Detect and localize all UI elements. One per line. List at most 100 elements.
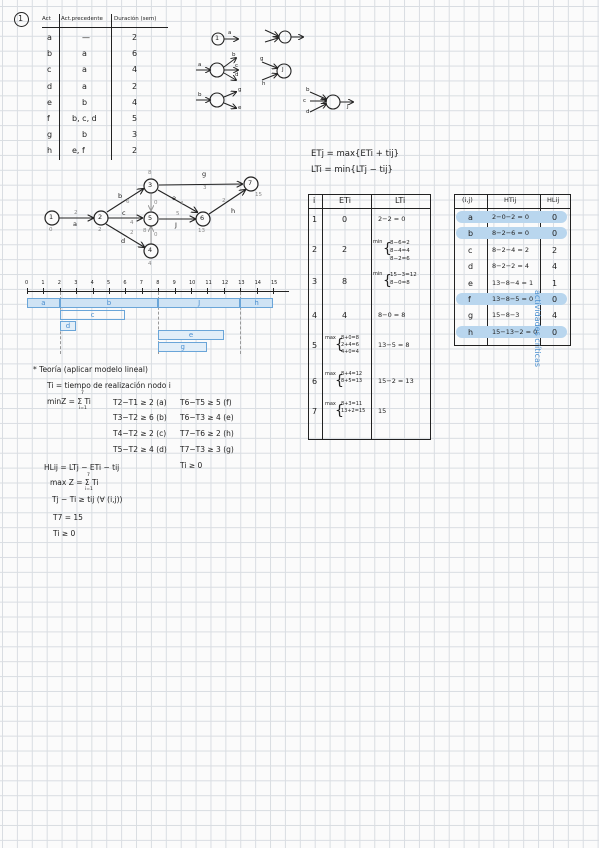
gantt-bar: h [240,298,273,308]
critical-activities-note: actividades críticas [533,290,542,368]
gantt-tick-mark [141,288,143,294]
et-lt-cell-et-line: 8+0=8 [341,335,359,341]
activity-cell-dur: 6 [132,49,138,59]
et-lt-cell-lt-line: 8−0=8 [390,280,410,286]
gantt-bar: a [27,298,60,308]
activity-cell-prev: — [82,33,90,42]
et-lt-cell-lt: 13−5 = 8 [378,341,410,349]
edge-weight-j: 5 [176,211,180,217]
ht-cell-hl: 0 [552,295,558,304]
theory-max-obj: max Z = Σ Ti [50,478,99,487]
et-lt-cell-lt: 15−2 = 13 [378,377,414,385]
gantt-bar: g [158,342,208,352]
critical-highlight [456,211,567,223]
ht-table-col-line-2 [540,194,541,346]
activity-cell-dur: 2 [132,81,138,91]
ht-cell-ht: 8−2−2 = 4 [492,262,530,271]
network-node-5: 5 [148,214,153,222]
constraint-r-3: T7−T3 ≥ 3 (g) [180,445,234,454]
edge-weight-e: 4 [180,201,184,207]
edge-weight-dummy-2: 0 [154,232,158,238]
ht-table-col-line-1 [487,194,488,346]
et-lt-cell-et-line: 8+5=13 [341,378,363,384]
activity-cell-act: a [47,33,52,42]
gantt-guide-line [158,292,160,354]
et-lt-cell-i: 3 [312,277,318,286]
et-lt-cell-et-line: 8+4=12 [341,371,363,377]
activity-cell-prev: e, f [72,146,85,156]
ht-cell-ij: h [468,327,474,337]
ht-table-border [454,194,571,346]
gantt-tick-mark [273,288,274,294]
edge-label-d: d [121,237,126,245]
theory-objective: minZ = Σ Ti [47,397,91,406]
constraint-r-2: T7−T6 ≥ 2 (h) [180,429,234,438]
ht-cell-hl: 4 [552,262,558,272]
notation-ex4-label-g: g [260,56,264,62]
et-lt-cell-et: 2 [342,245,348,254]
edge-weight-h: 2 [222,198,226,204]
et-lt-table-col-line-2 [371,194,372,440]
gantt-tick-label: 0 [25,280,29,286]
et-lt-cell-et-max: max [325,335,336,341]
edge-label-c: c [122,209,126,217]
ht-cell-ij: c [468,245,473,255]
notation-ex4-node: J [282,67,284,73]
gantt-tick-mark [191,288,192,294]
activity-cell-dur: 2 [132,146,138,156]
et-lt-cell-lt: 8−0 = 8 [378,311,406,319]
gantt-axis [27,291,289,292]
gantt-tick-mark [92,288,94,294]
et-lt-table-col-line-1 [322,194,323,440]
edge-label-g: g [202,170,207,178]
et-lt-cell-i: 2 [312,245,318,254]
notation-ex5-label-j: J [347,104,349,110]
network-node-3: 3 [148,181,153,189]
et-lt-cell-i: 6 [312,377,318,386]
activity-table-header-dur: Duración (sem) [114,16,157,22]
ht-cell-ht: 15−13−2 = 0 [492,327,538,336]
gantt-tick-label: 13 [238,280,245,286]
edge-label-j: J [175,221,177,229]
et-lt-cell-i: 4 [312,311,318,320]
et-lt-brace: { [335,403,344,419]
et-lt-header-i: i [313,196,316,205]
ht-cell-hl: 0 [552,213,558,222]
notation-ex1-node: 1 [215,34,220,42]
gantt-tick-label: 8 [156,280,160,286]
theory-c1: Tj − Ti ≥ tij (∀ (i,j)) [52,495,123,504]
et-lt-cell-lt: 15 [378,407,387,415]
edge-label-a: a [73,220,77,228]
notation-ex1-arrow-label: a [228,30,232,36]
ht-cell-ij: f [468,295,471,304]
theory-max-sum-bottom: i=1 [85,487,93,492]
activity-cell-prev: a [82,65,87,75]
gantt-tick-mark [27,288,28,294]
gantt-bar: e [158,330,224,340]
et-lt-cell-lt-min: min [373,239,383,245]
ht-cell-ht: 13−8−5 = 0 [492,295,534,303]
edge-label-e: e [172,194,176,202]
activity-table-header-act: Act [42,16,51,22]
gantt-bar: b [59,298,159,308]
theory-max-sum-top: 7 [87,473,90,478]
ht-cell-hl: 1 [552,278,558,288]
gantt-tick-mark [59,288,61,294]
ht-header-ht: HTij [504,196,517,204]
ht-cell-hl: 0 [552,229,558,239]
et-lt-cell-lt-line: 8−4=4 [390,248,410,254]
ht-cell-ij: a [468,213,473,222]
et-lt-header-et: ETi [339,196,351,205]
notation-ex5-label-c: c [303,98,307,104]
gantt-tick-label: 4 [90,280,94,286]
ht-cell-hl: 2 [552,245,558,255]
activity-cell-prev: b [82,97,88,107]
gantt-tick-label: 2 [57,280,61,286]
et-lt-cell-lt: 2−2 = 0 [378,215,406,223]
gantt-tick-label: 12 [221,280,229,286]
et-lt-cell-et-max: max [325,371,336,377]
activity-cell-prev: a [82,49,87,59]
